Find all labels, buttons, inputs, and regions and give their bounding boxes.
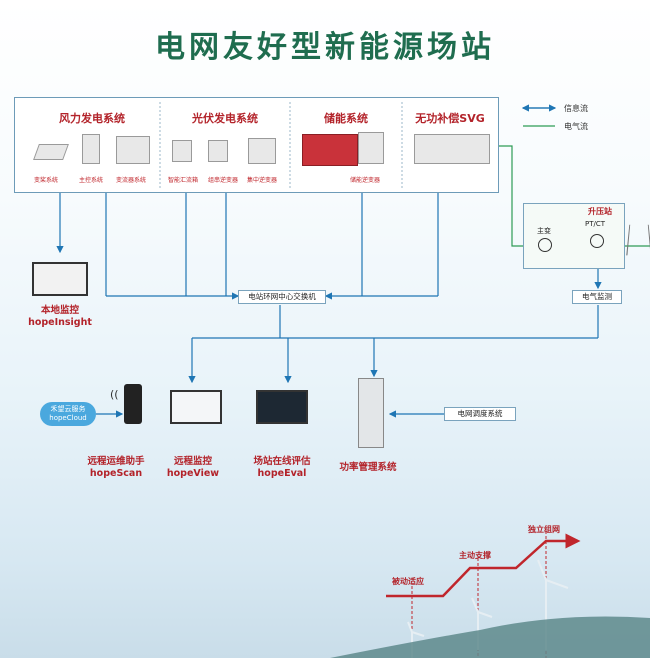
local-monitor-label: 本地监控 hopeInsight <box>20 305 100 329</box>
local-monitor-product: hopeInsight <box>28 317 92 328</box>
storage-container-image <box>302 134 358 166</box>
central-inverter-image <box>248 138 276 164</box>
app-online-evaluation-product: hopeEval <box>257 468 307 479</box>
svg-system-title: 无功补偿SVG <box>415 112 485 125</box>
local-monitor-name: 本地监控 <box>40 305 79 316</box>
ring-network-switch: 电站环网中心交换机 <box>238 290 326 304</box>
app-power-management: 功率管理系统 <box>339 462 397 473</box>
app-remote-maintenance-name: 远程运维助手 <box>87 456 145 467</box>
wifi-icon: (( <box>110 388 119 401</box>
converter-image <box>116 136 150 164</box>
app-remote-monitor-product: hopeView <box>166 468 220 479</box>
ptct-label: PT/CT <box>585 220 606 228</box>
power-monitoring-box: 电气监测 <box>572 290 622 304</box>
legend-power-flow: 电气流 <box>564 122 588 131</box>
wind-item-main-control: 主控系统 <box>79 177 104 184</box>
string-inverter-image <box>208 140 228 162</box>
svg-cabinet-image <box>414 134 490 164</box>
pv-system-title: 光伏发电系统 <box>192 112 258 125</box>
wind-item-converter: 变流器系统 <box>116 177 147 184</box>
cloud-line2: hopeCloud <box>49 414 87 422</box>
transformer-icon <box>538 238 552 252</box>
storage-item-inverter: 储能逆变器 <box>350 177 381 184</box>
app-remote-maintenance-product: hopeScan <box>89 468 143 479</box>
substation-box <box>523 203 625 269</box>
stage-active-support: 主动支撑 <box>459 551 491 560</box>
app-remote-maintenance: 远程运维助手 hopeScan <box>78 456 154 480</box>
app-online-evaluation-name: 场站在线评估 <box>253 456 311 467</box>
pv-item-central-inverter: 集中逆变器 <box>247 177 278 184</box>
main-transformer-label: 主变 <box>537 227 551 235</box>
local-monitor-screen <box>32 262 88 296</box>
wind-item-pitch: 变桨系统 <box>34 177 59 184</box>
storage-inverter-image <box>358 132 384 164</box>
app-online-evaluation: 场站在线评估 hopeEval <box>244 456 320 480</box>
evaluation-screen <box>256 390 308 424</box>
page-title: 电网友好型新能源场站 <box>155 30 495 65</box>
stage-grid-forming: 独立组网 <box>528 525 560 534</box>
grid-dispatch-box: 电网调度系统 <box>444 407 516 421</box>
substation-title: 升压站 <box>588 207 612 216</box>
storage-system-title: 储能系统 <box>324 112 368 125</box>
pv-item-string-inverter: 组串逆变器 <box>208 177 239 184</box>
cloud-line1: 禾望云服务 <box>50 405 86 413</box>
legend-info-flow: 信息流 <box>564 104 588 113</box>
hopecloud-service: 禾望云服务 hopeCloud <box>40 402 96 426</box>
main-control-image <box>82 134 100 164</box>
wind-system-title: 风力发电系统 <box>59 112 125 125</box>
combiner-box-image <box>172 140 192 162</box>
ptct-icon <box>590 234 604 248</box>
phone-device-image <box>124 384 142 424</box>
pv-item-combiner: 智能汇流箱 <box>168 177 199 184</box>
remote-monitor-screen <box>170 390 222 424</box>
app-remote-monitor-name: 远程监控 <box>173 456 212 467</box>
app-remote-monitor: 远程监控 hopeView <box>160 456 226 480</box>
stage-passive: 被动适应 <box>392 577 424 586</box>
power-management-cabinet <box>358 378 384 448</box>
